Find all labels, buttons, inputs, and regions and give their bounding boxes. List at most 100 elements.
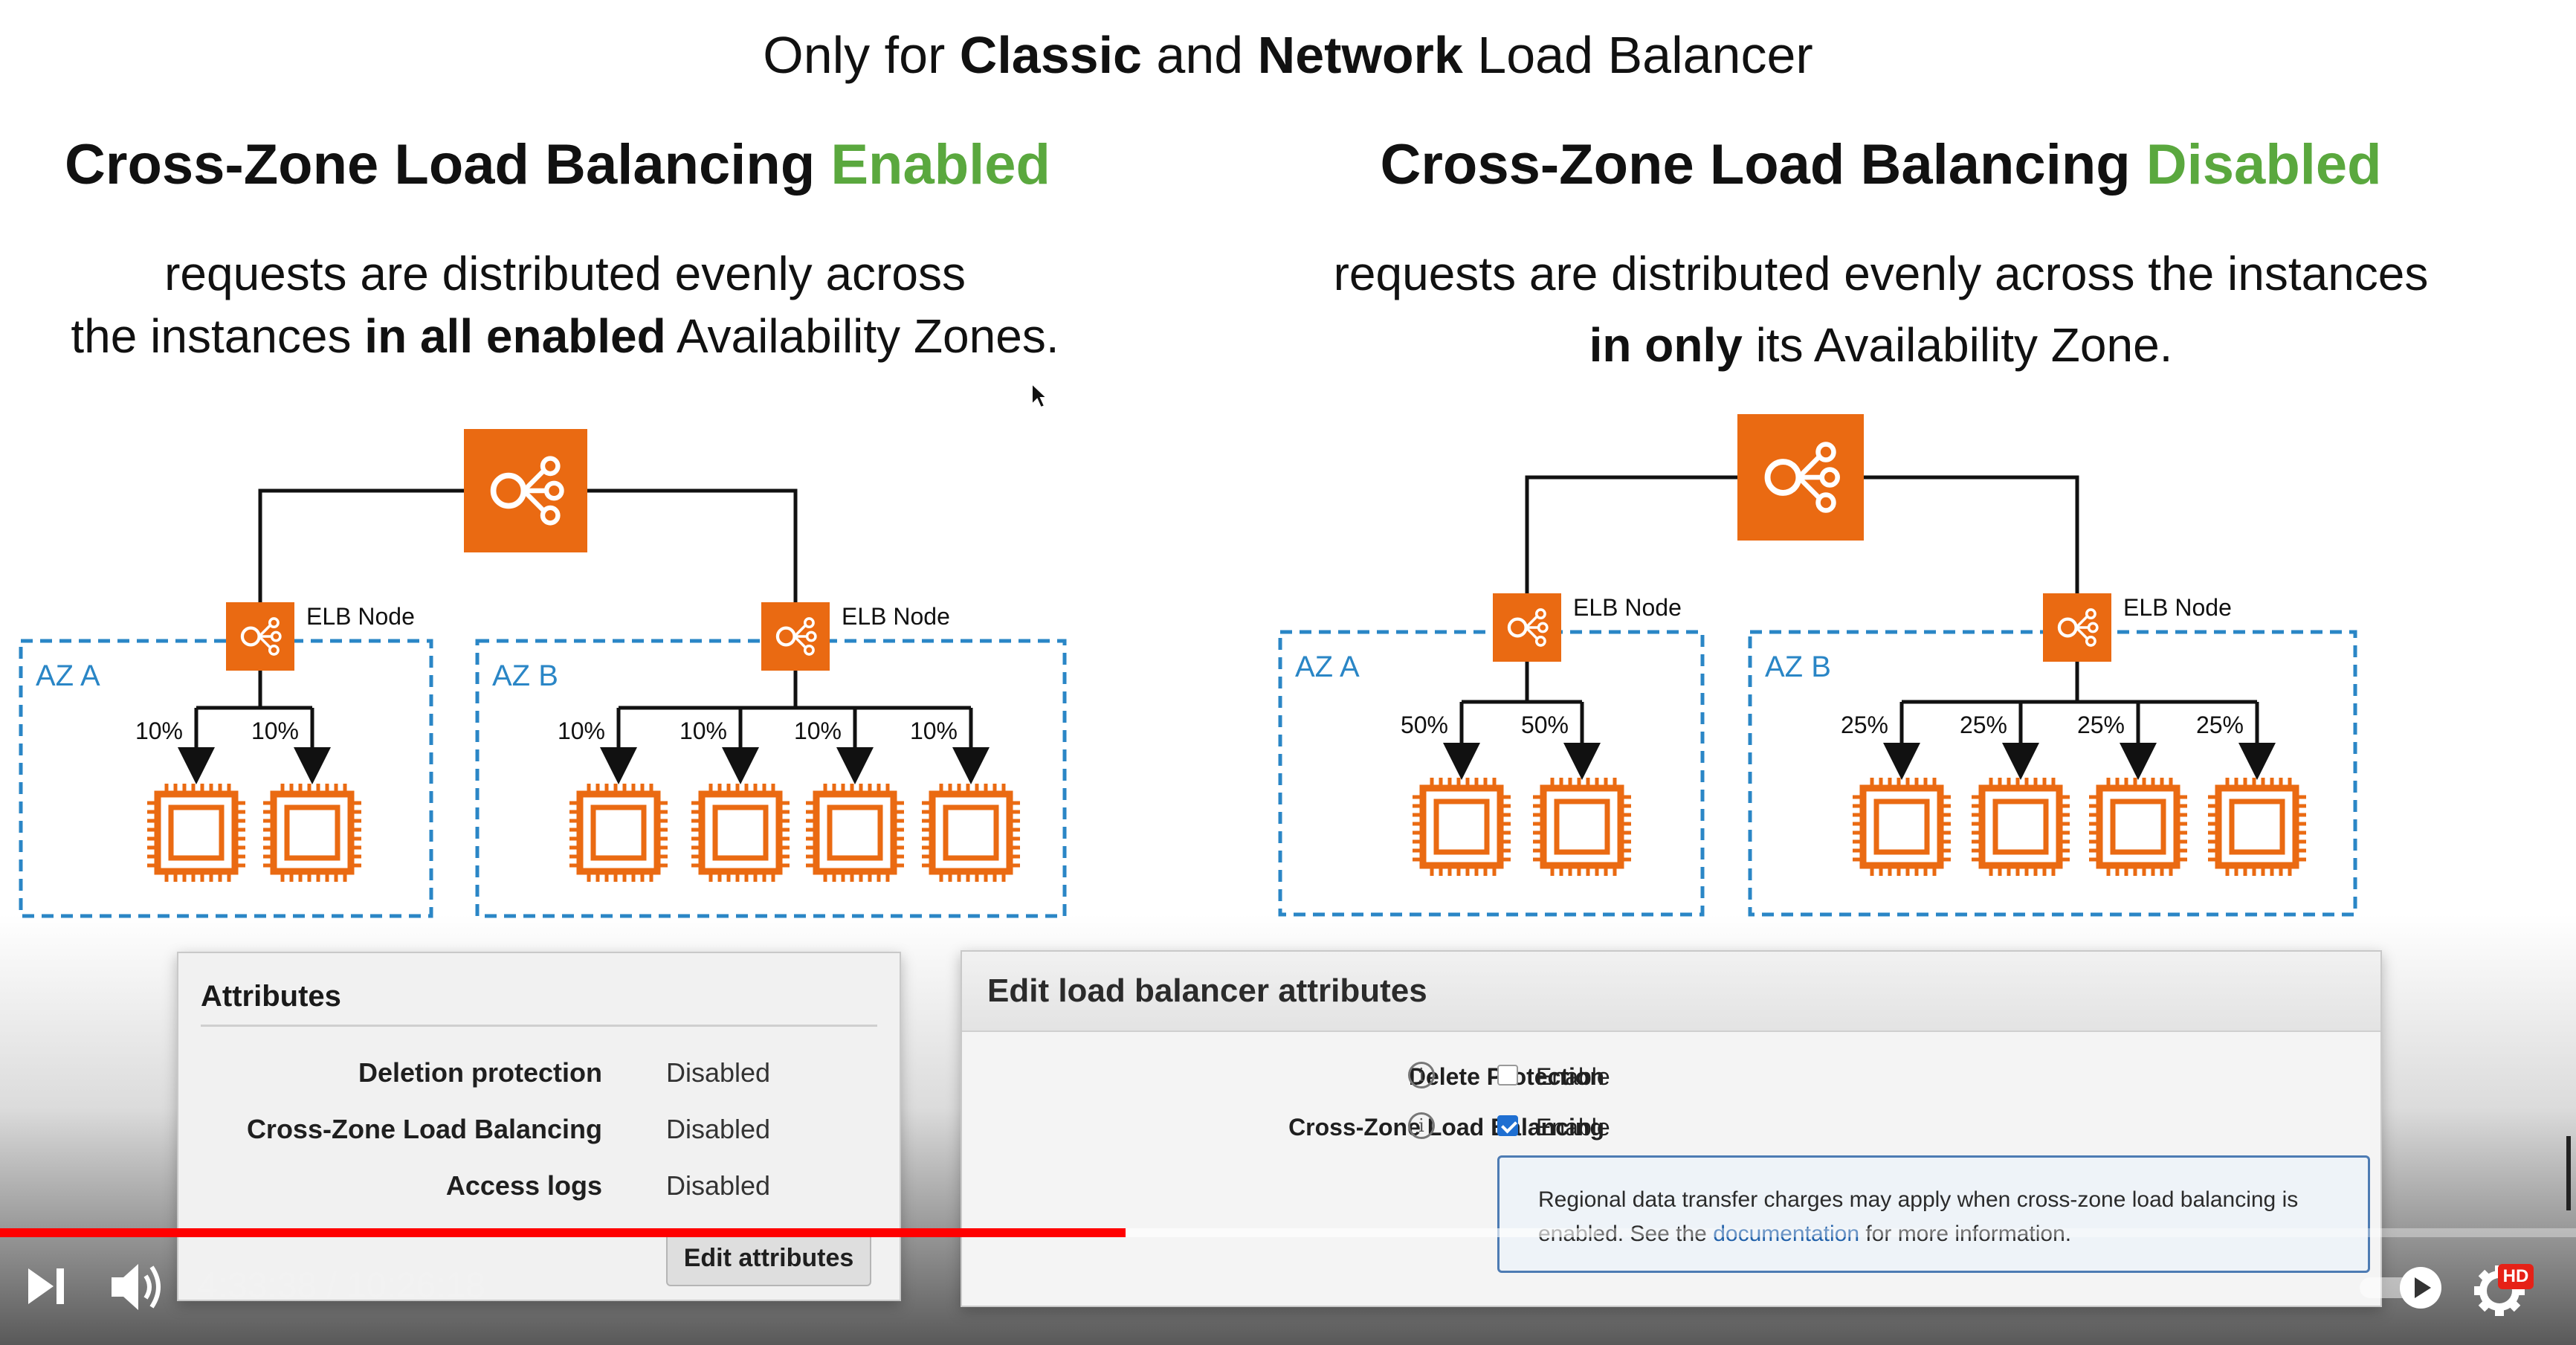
ec2-instance-icon [1533,778,1631,876]
left-description: requests are distributed evenly across t… [15,242,1115,367]
attributes-panel: Attributes Deletion protection Disabled … [177,952,901,1301]
headline-text-pre: Only for [763,26,960,84]
elb-node-icon [2043,593,2111,662]
data-transfer-notice: Regional data transfer charges may apply… [1497,1155,2370,1273]
slide-headline: Only for Classic and Network Load Balanc… [0,25,2576,85]
attribute-key: Access logs [445,1170,602,1201]
percent-label: 50% [1401,712,1448,738]
ec2-instance-icon [922,784,1020,882]
left-desc-line1: requests are distributed evenly across [164,247,966,300]
headline-classic: Classic [959,26,1142,84]
attributes-divider [201,1025,877,1027]
cross-zone-label: Cross-Zone Load Balancing [1288,1114,1604,1141]
edit-panel-header: Edit load balancer attributes [962,952,2380,1032]
cross-zone-checkbox[interactable] [1497,1115,1518,1136]
time-separator: / [317,1266,347,1306]
ec2-instance-icon [806,784,904,882]
ec2-instance-icon [147,784,245,882]
percent-label: 10% [558,717,605,744]
az-label: AZ A [36,659,100,692]
right-desc-line2-post: its Availability Zone. [1742,318,2173,372]
right-title-main: Cross-Zone Load Balancing [1380,133,2146,196]
left-desc-line2-bold: in all enabled [364,309,666,363]
connector-line [258,488,464,602]
left-title-main: Cross-Zone Load Balancing [65,133,831,196]
elb-node-label: ELB Node [2123,594,2232,621]
az-label: AZ A [1295,651,1360,683]
right-description: requests are distributed evenly across t… [1264,242,2498,376]
info-icon[interactable]: i [1408,1062,1435,1088]
edit-panel-title: Edit load balancer attributes [987,973,1427,1009]
attribute-value: Disabled [666,1170,771,1201]
ec2-instance-icon [1853,778,1951,876]
attribute-row: Deletion protection Disabled [178,1057,900,1102]
played-bar [0,1228,1126,1237]
delete-protection-row: Delete Protection i Enable [962,1062,2380,1108]
elb-node-icon [1493,593,1561,662]
ec2-instance-icon [691,784,790,882]
load-balancer-icon [464,429,587,552]
percent-label: 10% [135,717,183,744]
connector-line [1525,475,1737,593]
ec2-instance-icon [263,784,361,882]
hd-badge: HD [2498,1264,2534,1289]
edit-attributes-panel: Edit load balancer attributes Delete Pro… [961,950,2382,1307]
left-desc-line2: the instances in all enabled Availabilit… [15,305,1115,367]
az-label: AZ B [1765,651,1831,683]
percent-label: 25% [1841,712,1888,738]
notice-text: Regional data transfer charges may apply… [1538,1187,2299,1246]
documentation-link[interactable]: documentation [1713,1222,1860,1246]
ec2-instance-icon [1972,778,2070,876]
duration: 10:26:18 [346,1266,486,1306]
right-desc-line2-bold: in only [1589,318,1743,372]
elb-node-label: ELB Node [1573,594,1682,621]
headline-text-mid: and [1141,26,1258,84]
ec2-instance-icon [2208,778,2306,876]
info-icon[interactable]: i [1408,1112,1435,1139]
delete-protection-checkbox[interactable] [1497,1065,1518,1086]
video-progress-bar[interactable] [0,1228,2576,1237]
left-title-state: Enabled [830,133,1050,196]
attribute-row: Cross-Zone Load Balancing Disabled [178,1114,900,1158]
mouse-cursor-icon [1031,382,1048,409]
percent-label: 10% [910,717,958,744]
ec2-instance-icon [569,784,668,882]
attribute-row: Access logs Disabled [178,1170,900,1215]
attribute-key: Deletion protection [358,1057,602,1088]
checkbox-label: Enable [1536,1114,1610,1141]
next-icon[interactable] [25,1264,67,1309]
elb-node-icon [761,602,830,671]
right-column-title: Cross-Zone Load Balancing Disabled [1308,132,2453,197]
cross-zone-row: Cross-Zone Load Balancing i Enable [962,1112,2380,1158]
percent-label: 25% [2196,712,2244,738]
connector-line [1864,475,2079,593]
percent-label: 50% [1521,712,1569,738]
percent-label: 25% [1960,712,2007,738]
elb-node-label: ELB Node [842,603,950,630]
attribute-value: Disabled [666,1114,771,1144]
attributes-title: Attributes [201,980,341,1013]
right-desc-line2: in only its Availability Zone. [1264,314,2498,376]
percent-label: 10% [679,717,727,744]
headline-text-post: Load Balancer [1462,26,1813,84]
left-desc-line2-pre: the instances [71,309,365,363]
attribute-key: Cross-Zone Load Balancing [246,1114,602,1144]
ec2-instance-icon [1413,778,1511,876]
ec2-instance-icon [2089,778,2187,876]
left-desc-line2-post: Availability Zones. [665,309,1059,363]
right-desc-line1: requests are distributed evenly across t… [1333,247,2429,300]
percent-label: 10% [794,717,842,744]
elb-node-label: ELB Node [306,603,415,630]
edit-attributes-button[interactable]: Edit attributes [666,1230,871,1286]
az-label: AZ B [492,659,558,692]
slide-edge-marker [2566,1136,2571,1210]
left-column-title: Cross-Zone Load Balancing Enabled [45,132,1071,197]
connector-line [587,488,798,602]
autoplay-toggle-icon[interactable] [2357,1264,2449,1312]
elb-node-icon [226,602,294,671]
headline-network: Network [1257,26,1463,84]
checkbox-label: Enable [1536,1063,1610,1090]
volume-icon[interactable] [109,1259,168,1315]
